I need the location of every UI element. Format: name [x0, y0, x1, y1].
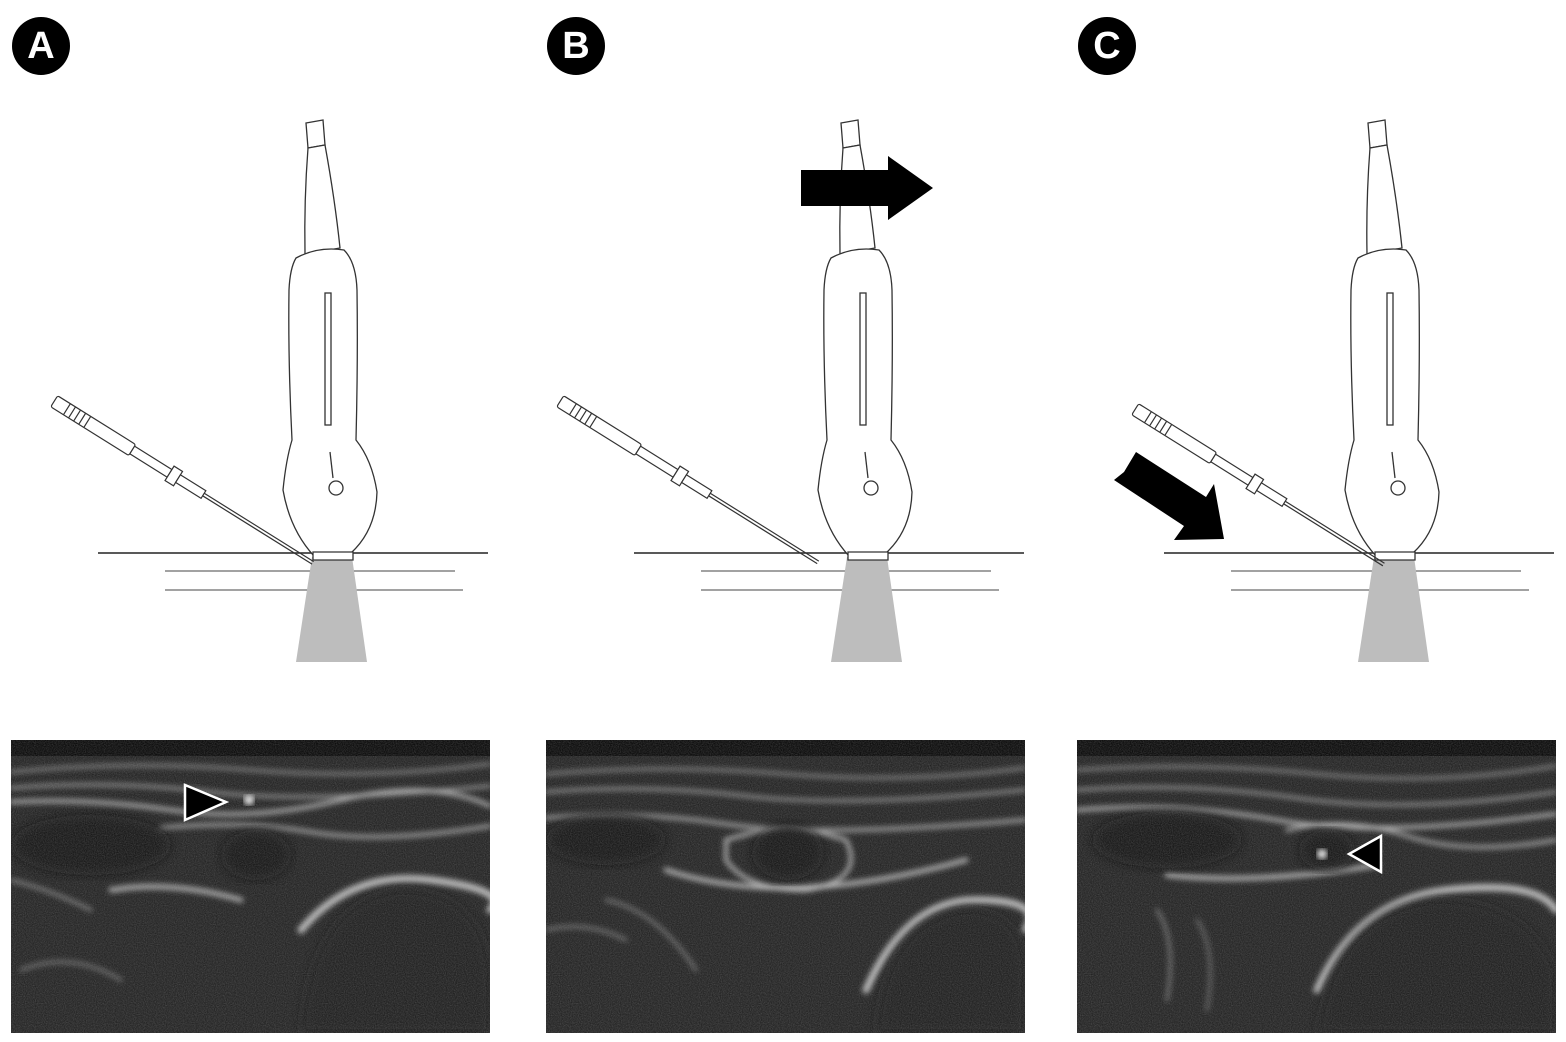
- needle: [50, 395, 314, 565]
- arrowhead-marker-right: [183, 783, 230, 822]
- panel-label-a: A: [12, 17, 70, 75]
- panel-c: C: [1066, 0, 1566, 1042]
- ultrasound-beam: [1358, 557, 1429, 662]
- ultrasound-image-a: [11, 740, 490, 1033]
- ultrasound-beam: [831, 557, 902, 662]
- ultrasound-beam: [296, 557, 367, 662]
- ultrasound-image-c: [1077, 740, 1556, 1033]
- needle: [1131, 403, 1385, 567]
- arrowhead-marker-left: [1346, 833, 1383, 875]
- illustration-c: [1114, 119, 1554, 662]
- panel-a: A: [0, 0, 520, 1042]
- illustration-b: [556, 119, 1024, 662]
- ultrasound-probe: [1344, 119, 1440, 561]
- panel-label-b: B: [547, 17, 605, 75]
- needle-advance-arrow: [1114, 452, 1224, 540]
- needle: [556, 395, 820, 565]
- illustration-a: [50, 119, 488, 662]
- probe-slide-arrow: [801, 156, 933, 220]
- panel-b: B: [535, 0, 1055, 1042]
- panel-label-c: C: [1078, 17, 1136, 75]
- ultrasound-probe: [282, 119, 378, 561]
- ultrasound-image-b: [546, 740, 1025, 1033]
